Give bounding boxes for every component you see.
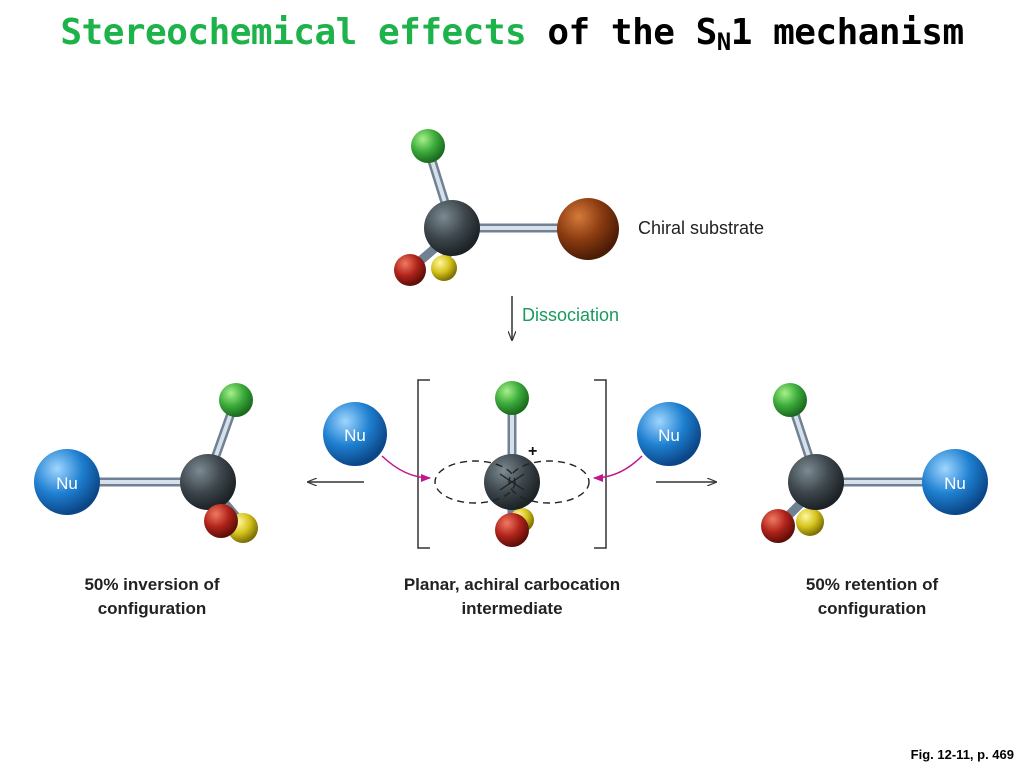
dissociation-text: Dissociation	[522, 305, 620, 325]
retention-caption-line1: 50% retention of	[805, 575, 939, 594]
green-atom	[495, 381, 529, 415]
nucleophile-right-attacker: Nu	[637, 402, 701, 466]
green-atom	[773, 383, 807, 417]
attack-arrow-right	[593, 455, 643, 482]
carbon-atom	[424, 200, 480, 256]
yellow-atom	[796, 508, 824, 536]
inversion-product-molecule: Nu	[34, 383, 258, 543]
title-part2: of the S	[547, 12, 717, 53]
chiral-substrate-molecule	[394, 129, 619, 286]
figure-reference: Fig. 12-11, p. 469	[910, 747, 1014, 762]
red-atom	[495, 513, 529, 547]
retention-caption: 50% retention of configuration	[760, 573, 984, 621]
nucleophile-atom	[922, 449, 988, 515]
nu-label: Nu	[944, 474, 966, 493]
attack-arrow-left	[381, 455, 431, 482]
slide-title: Stereochemical effects of the SN1 mechan…	[0, 12, 1024, 56]
chiral-substrate-label: Chiral substrate	[638, 218, 765, 238]
orbital-node-line	[499, 473, 525, 491]
inversion-caption-line1: 50% inversion of	[84, 575, 220, 594]
p-orbital-left-lobe	[434, 460, 516, 504]
nucleophile-atom	[34, 449, 100, 515]
green-atom	[411, 129, 445, 163]
inversion-caption: 50% inversion of configuration	[40, 573, 264, 621]
title-part3: 1 mechanism	[730, 12, 964, 53]
right-bracket	[594, 379, 607, 549]
red-atom	[394, 254, 426, 286]
yellow-atom	[431, 255, 457, 281]
title-subscript: N	[716, 28, 731, 56]
red-atom	[204, 504, 238, 538]
carbon-atom	[180, 454, 236, 510]
green-atom	[219, 383, 253, 417]
red-atom	[761, 509, 795, 543]
nucleophile-left-attacker: Nu	[323, 402, 387, 466]
intermediate-caption-line2: intermediate	[461, 599, 563, 618]
dissociation-label: Dissociation	[522, 305, 619, 326]
nu-label: Nu	[56, 474, 78, 493]
intermediate-caption-line1: Planar, achiral carbocation	[403, 575, 621, 594]
nu-label: Nu	[344, 426, 366, 445]
retention-product-molecule: Nu	[761, 383, 988, 543]
inversion-caption-line2: configuration	[97, 599, 207, 618]
bromine-leaving-group	[557, 198, 619, 260]
retention-caption-line2: configuration	[817, 599, 927, 618]
nu-label: Nu	[658, 426, 680, 445]
intermediate-caption: Planar, achiral carbocation intermediate	[362, 573, 662, 621]
carbon-atom	[788, 454, 844, 510]
title-highlight: Stereochemical effects	[60, 12, 527, 53]
positive-charge: +	[528, 443, 537, 460]
carbocation-intermediate: +	[417, 379, 607, 549]
left-bracket	[417, 379, 430, 549]
p-orbital-right-lobe	[508, 460, 590, 504]
